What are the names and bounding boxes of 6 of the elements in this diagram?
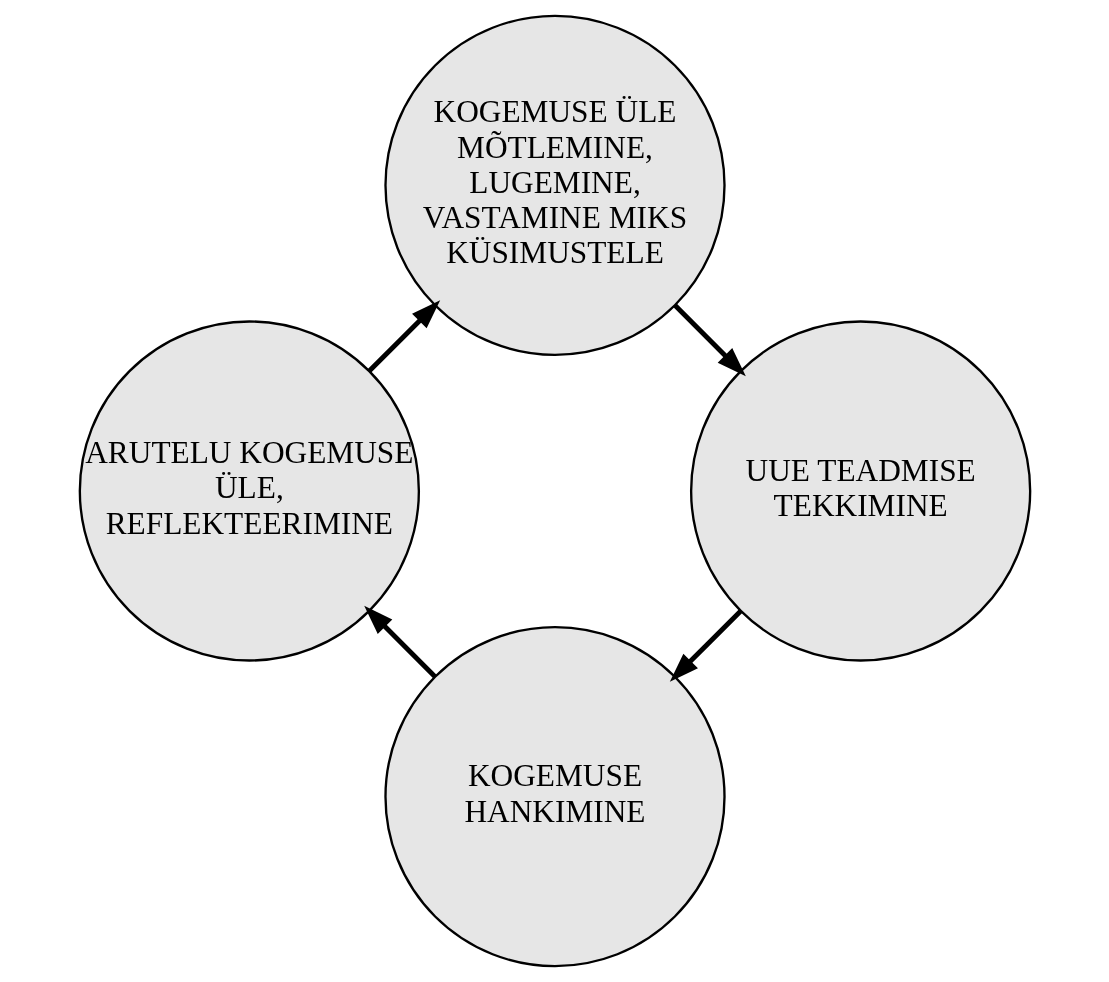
arrow bbox=[672, 303, 746, 377]
node-circle: ARUTELU KOGEMUSE ÜLE, REFLEKTEERIMINE bbox=[78, 320, 420, 662]
arrow bbox=[367, 300, 440, 373]
arrow bbox=[669, 609, 742, 682]
node-circle: UUE TEADMISE TEKKIMINE bbox=[689, 320, 1031, 662]
arrow bbox=[363, 605, 437, 679]
